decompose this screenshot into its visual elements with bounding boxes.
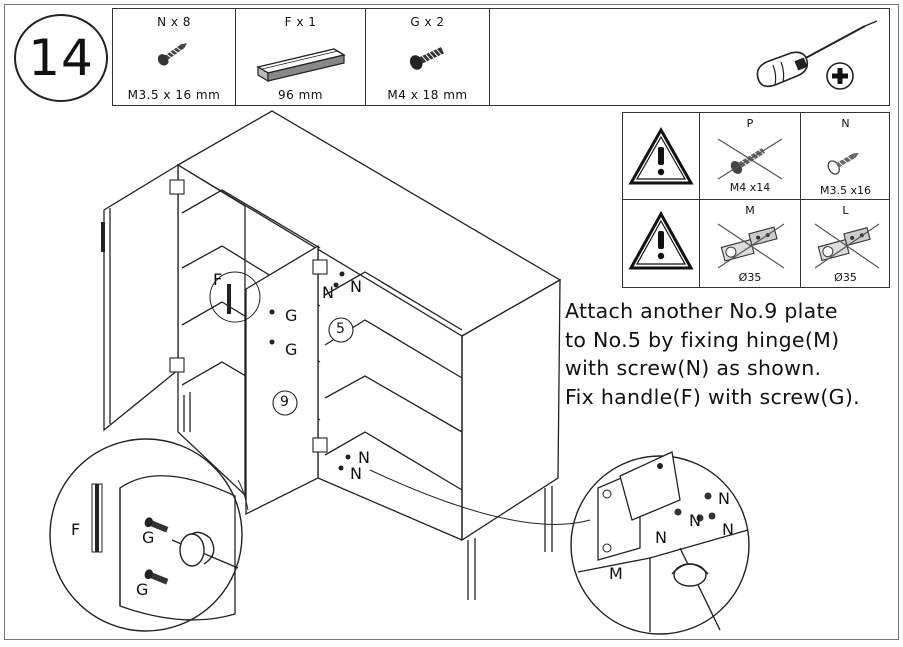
crossed-screw-icon — [717, 138, 783, 180]
warning-p-cell: P M4 x14 — [700, 113, 801, 200]
label-n: N — [350, 277, 362, 296]
part-f-qty: F x 1 — [284, 15, 317, 29]
warning-n-cell: N M3.5 x16 — [801, 113, 890, 200]
warning-cell-2 — [623, 200, 700, 287]
label-g: G — [285, 340, 298, 359]
instruction-text: Attach another No.9 plate to No.5 by fixi… — [565, 297, 860, 411]
warning-triangle-icon — [628, 210, 694, 270]
parts-list: N x 8 M3.5 x 16 mm F x 1 96 mm G x 2 — [112, 8, 890, 106]
bolt-icon — [409, 47, 444, 70]
page-frame — [4, 4, 899, 640]
crossed-hinge-icon — [717, 223, 785, 269]
warning-p-size: M4 x14 — [729, 181, 771, 194]
warning-cell-1 — [623, 113, 700, 200]
screw-icon — [827, 153, 859, 175]
warning-n-code: N — [841, 117, 850, 130]
crossed-hinge-icon — [814, 223, 880, 269]
label-n: N — [655, 528, 667, 547]
part-n-size: M3.5 x 16 mm — [127, 88, 221, 102]
part-g-size: M4 x 18 mm — [387, 88, 468, 102]
warning-m-size: Ø35 — [738, 271, 762, 284]
warning-n-size: M3.5 x16 — [820, 184, 871, 197]
label-g: G — [136, 580, 149, 599]
instruction-line-1: Attach another No.9 plate — [565, 299, 838, 323]
warning-p-code: P — [746, 117, 754, 130]
step-number: 14 — [28, 29, 94, 87]
label-f: F — [213, 270, 223, 289]
warning-m-code: M — [745, 204, 755, 217]
label-n: N — [689, 511, 701, 530]
label-n: N — [350, 464, 362, 483]
label-n: N — [358, 448, 370, 467]
label-f: F — [71, 520, 81, 539]
panel-number-9: 9 — [280, 394, 289, 410]
instruction-line-3: with screw(N) as shown. — [565, 356, 822, 380]
part-g-cell: G x 2 M4 x 18 mm — [366, 9, 490, 105]
warning-l-code: L — [842, 204, 849, 217]
part-g-qty: G x 2 — [410, 15, 445, 29]
part-n-cell: N x 8 M3.5 x 16 mm — [113, 9, 236, 105]
label-n: N — [322, 283, 334, 302]
warning-m-cell: M Ø35 — [700, 200, 801, 287]
panel-number-5: 5 — [336, 321, 345, 337]
instruction-line-4: Fix handle(F) with screw(G). — [565, 384, 860, 409]
part-f-cell: F x 1 96 mm — [236, 9, 366, 105]
part-n-qty: N x 8 — [157, 15, 191, 29]
instruction-line-2: to No.5 by fixing hinge(M) — [565, 327, 840, 352]
warning-l-cell: L Ø35 — [801, 200, 890, 287]
warning-l-size: Ø35 — [834, 271, 857, 284]
label-g: G — [142, 528, 155, 547]
step-number-badge: 14 — [14, 14, 108, 102]
handle-icon — [256, 48, 346, 83]
label-n: N — [722, 520, 734, 539]
warning-triangle-icon — [628, 126, 694, 185]
part-f-size: 96 mm — [278, 88, 323, 102]
screw-icon — [157, 43, 187, 66]
warning-table: P M4 x14 N M3.5 x16 — [622, 112, 890, 288]
label-m: M — [609, 564, 623, 583]
label-n: N — [718, 489, 730, 508]
label-g: G — [285, 306, 298, 325]
